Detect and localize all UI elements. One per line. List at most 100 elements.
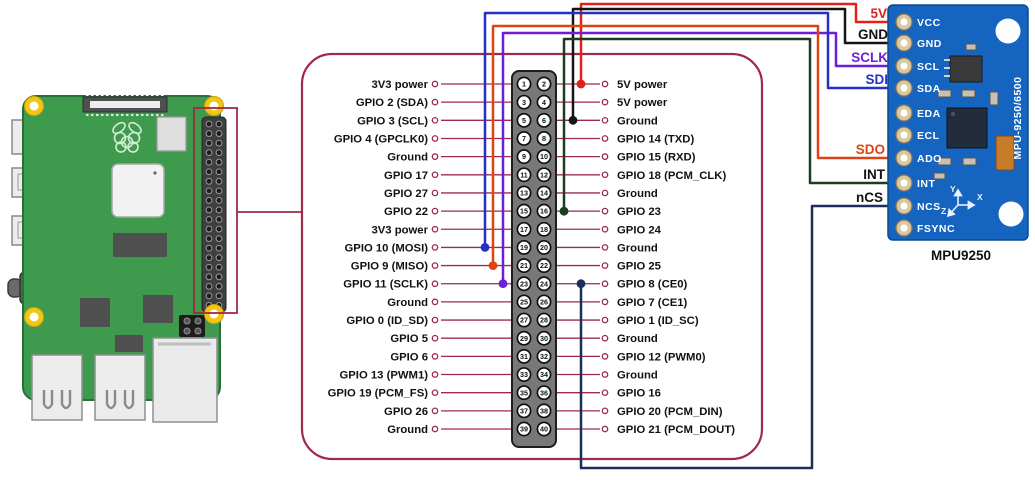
- mpu-pad-hole-scl: [900, 62, 908, 70]
- pi-gpio-pin: [205, 130, 213, 137]
- pin-terminal-left: [431, 207, 439, 215]
- header-pin-13: [516, 185, 532, 201]
- pi-gpio-pin: [215, 225, 223, 233]
- header-pin-3: [516, 94, 532, 110]
- pin-label-right-6: Ground: [617, 115, 658, 127]
- header-pin-number-32: 32: [540, 352, 548, 361]
- pin-terminal-left: [431, 98, 439, 106]
- mpu-pad-hole-ado: [900, 154, 908, 162]
- wire-ncs: [579, 204, 900, 470]
- header-pin-9: [516, 149, 532, 165]
- header-pin-number-40: 40: [540, 425, 548, 434]
- pin-label-left-25: Ground: [387, 297, 428, 309]
- header-pin-28: [536, 312, 552, 328]
- header-pin-number-9: 9: [522, 152, 526, 161]
- pin-label-left-17: 3V3 power: [371, 224, 428, 236]
- pi-gpio-pin: [205, 120, 213, 128]
- pi-gpio-pin: [215, 206, 223, 214]
- pin-terminal-right: [601, 298, 609, 306]
- header-pin-30: [536, 330, 552, 346]
- header-pin-number-28: 28: [540, 316, 548, 325]
- header-pin-number-38: 38: [540, 406, 548, 415]
- header-pin-15: [516, 203, 532, 219]
- header-pin-5: [516, 112, 532, 128]
- header-pin-number-12: 12: [540, 170, 548, 179]
- header-pin-18: [536, 221, 552, 237]
- pi-gpio-pin: [215, 149, 223, 157]
- pi-gpio-pin: [215, 216, 223, 223]
- pin-terminal-right: [601, 316, 609, 324]
- pi-wifi-module: [156, 116, 187, 152]
- header-pin-2: [536, 76, 552, 92]
- mpu-pin-label-sda: SDA: [917, 83, 941, 95]
- pin-terminal-right: [601, 207, 609, 215]
- pin-terminal-left: [431, 135, 439, 142]
- pi-usb-port-1: [94, 354, 146, 421]
- header-pin-number-34: 34: [540, 370, 548, 379]
- mpu-pin-label-ecl: ECL: [917, 130, 940, 142]
- pin-terminal-right: [601, 280, 609, 288]
- pin-terminal-left: [431, 280, 439, 288]
- wire-int: [562, 37, 900, 212]
- raspberry-logo-icon: [112, 121, 142, 153]
- header-pin-8: [536, 131, 552, 146]
- pi-gpio-pin: [215, 254, 223, 262]
- header-pin-number-24: 24: [540, 279, 548, 288]
- pi-gpio-pin: [215, 139, 223, 147]
- wire-label-sclk: SCLK: [851, 50, 888, 65]
- pin-label-left-39: Ground: [387, 424, 428, 436]
- header-pin-number-31: 31: [520, 352, 528, 361]
- header-pin-29: [516, 330, 532, 346]
- header-pin-number-8: 8: [542, 134, 546, 143]
- header-pin-39: [516, 421, 532, 437]
- header-pin-number-22: 22: [540, 261, 548, 270]
- wire-junction-5v: [576, 79, 586, 89]
- pin-label-right-38: GPIO 20 (PCM_DIN): [617, 406, 723, 418]
- header-pin-36: [536, 385, 552, 401]
- pin-label-right-4: 5V power: [617, 97, 668, 109]
- pi-gpio-pin: [205, 168, 213, 176]
- pi-gpio-pin: [205, 254, 213, 262]
- pi-gpio-pins: [205, 120, 223, 309]
- pin-label-left-5: GPIO 3 (SCL): [357, 115, 428, 127]
- header-pin-26: [536, 294, 552, 310]
- pin-terminal-right: [601, 135, 609, 142]
- header-pin-number-6: 6: [542, 116, 546, 125]
- pi-chip-1: [80, 298, 110, 327]
- pi-gpio-strip: [201, 116, 227, 313]
- mpu-silkscreen-text: MPU-9250/6500: [1012, 77, 1024, 160]
- pi-gpio-pin: [205, 139, 213, 147]
- header-pin-number-16: 16: [540, 207, 548, 216]
- pin-label-left-9: Ground: [387, 152, 428, 164]
- header-pin-number-10: 10: [540, 152, 548, 161]
- pin-label-right-40: GPIO 21 (PCM_DOUT): [617, 424, 735, 436]
- pi-gpio-pin: [215, 177, 223, 185]
- header-pin-number-19: 19: [520, 243, 528, 252]
- pi-gpio-pin: [205, 244, 213, 252]
- header-pin-number-14: 14: [540, 189, 548, 198]
- pi-gpio-pin: [205, 177, 213, 185]
- wire-sdo: [491, 24, 900, 266]
- pin-label-left-37: GPIO 26: [384, 406, 428, 418]
- pin-terminal-left: [431, 316, 439, 324]
- header-pin-number-17: 17: [520, 225, 528, 234]
- mpu9250-caption: MPU9250: [931, 248, 991, 263]
- mpu-pin-label-vcc: VCC: [917, 17, 941, 29]
- header-pin-number-23: 23: [520, 279, 528, 288]
- header-pin-number-21: 21: [520, 261, 528, 270]
- pin-label-left-7: GPIO 4 (GPCLK0): [334, 133, 428, 145]
- pi-jumper-header: [179, 315, 205, 337]
- header-pin-20: [536, 239, 552, 255]
- pin-terminal-left: [431, 225, 439, 233]
- pin-terminal-right: [601, 189, 609, 197]
- pin-label-right-24: GPIO 8 (CE0): [617, 279, 688, 291]
- header-pin-31: [516, 348, 532, 364]
- header-pin-number-11: 11: [520, 170, 528, 179]
- axis-z-label: Z: [941, 206, 946, 216]
- wire-gnd: [571, 7, 900, 121]
- wire-sdi: [483, 11, 900, 248]
- header-pin-number-20: 20: [540, 243, 548, 252]
